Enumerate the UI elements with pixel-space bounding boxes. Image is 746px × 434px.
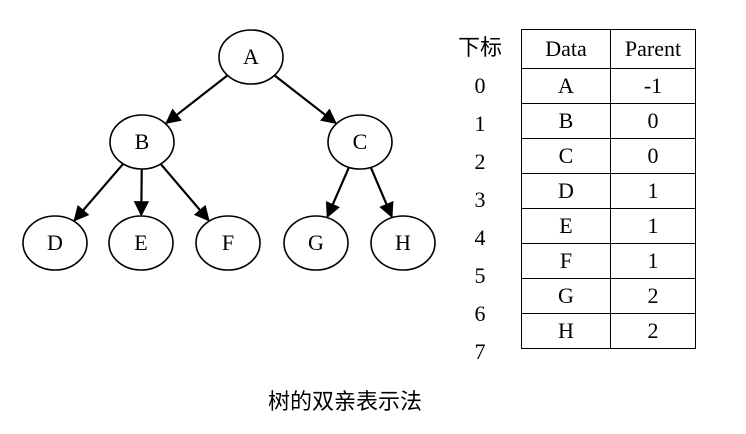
data-cell: C: [521, 138, 611, 174]
node-label: C: [353, 129, 368, 154]
row-index: 5: [474, 263, 486, 288]
index-column-header: 下标: [457, 35, 502, 60]
edge-a-b: [165, 74, 229, 125]
table-row: C 0: [521, 138, 696, 174]
parent-table: Data Parent A -1 B 0 C 0 D 1 E 1 F 1 G: [521, 29, 696, 349]
row-index: 7: [474, 339, 486, 364]
tree-node-b: B: [109, 114, 175, 170]
tree-node-g: G: [283, 215, 349, 271]
data-cell: A: [521, 68, 611, 104]
node-circle: [22, 215, 88, 271]
edge-a-c: [273, 74, 337, 125]
parent-cell: 1: [610, 173, 696, 209]
row-index: 6: [474, 301, 486, 326]
parent-cell: 0: [610, 103, 696, 139]
parent-column-header: Parent: [610, 29, 696, 69]
row-index: 3: [474, 187, 486, 212]
node-circle: [283, 215, 349, 271]
data-cell: H: [521, 313, 611, 349]
parent-cell: 2: [610, 313, 696, 349]
node-label: E: [134, 230, 147, 255]
node-label: F: [222, 230, 234, 255]
parent-cell: -1: [610, 68, 696, 104]
node-circle: [195, 215, 261, 271]
table-row: H 2: [521, 313, 696, 349]
edge-c-h: [369, 166, 394, 219]
data-cell: E: [521, 208, 611, 244]
table-row: D 1: [521, 173, 696, 209]
parent-cell: 1: [610, 243, 696, 279]
row-index: 1: [474, 111, 486, 136]
data-cell: B: [521, 103, 611, 139]
node-label: D: [47, 230, 63, 255]
table-row: A -1: [521, 68, 696, 104]
table-header-row: Data Parent: [521, 29, 696, 69]
table-row: G 2: [521, 278, 696, 314]
node-circle: [108, 215, 174, 271]
edge-b-f: [159, 163, 210, 222]
row-index: 2: [474, 149, 486, 174]
figure-caption: 树的双亲表示法: [267, 389, 422, 414]
table-row: F 1: [521, 243, 696, 279]
node-label: G: [308, 230, 324, 255]
parent-cell: 2: [610, 278, 696, 314]
node-label: A: [243, 44, 259, 69]
table-row: B 0: [521, 103, 696, 139]
node-circle: [109, 114, 175, 170]
data-column-header: Data: [521, 29, 611, 69]
tree-node-a: A: [218, 29, 284, 85]
edge-c-g: [325, 166, 350, 219]
node-label: H: [395, 230, 411, 255]
node-circle: [370, 215, 436, 271]
tree-node-e: E: [108, 215, 174, 271]
edge-b-d: [73, 163, 125, 222]
parent-cell: 0: [610, 138, 696, 174]
tree-node-h: H: [370, 215, 436, 271]
table-row: E 1: [521, 208, 696, 244]
tree-node-d: D: [22, 215, 88, 271]
tree-node-f: F: [195, 215, 261, 271]
tree-diagram: A B C D E F G H: [22, 29, 436, 271]
data-cell: F: [521, 243, 611, 279]
row-index: 0: [474, 73, 486, 98]
node-label: B: [135, 129, 150, 154]
data-cell: D: [521, 173, 611, 209]
data-cell: G: [521, 278, 611, 314]
row-index: 4: [474, 225, 486, 250]
parent-cell: 1: [610, 208, 696, 244]
tree-node-c: C: [327, 114, 393, 170]
node-circle: [218, 29, 284, 85]
node-circle: [327, 114, 393, 170]
